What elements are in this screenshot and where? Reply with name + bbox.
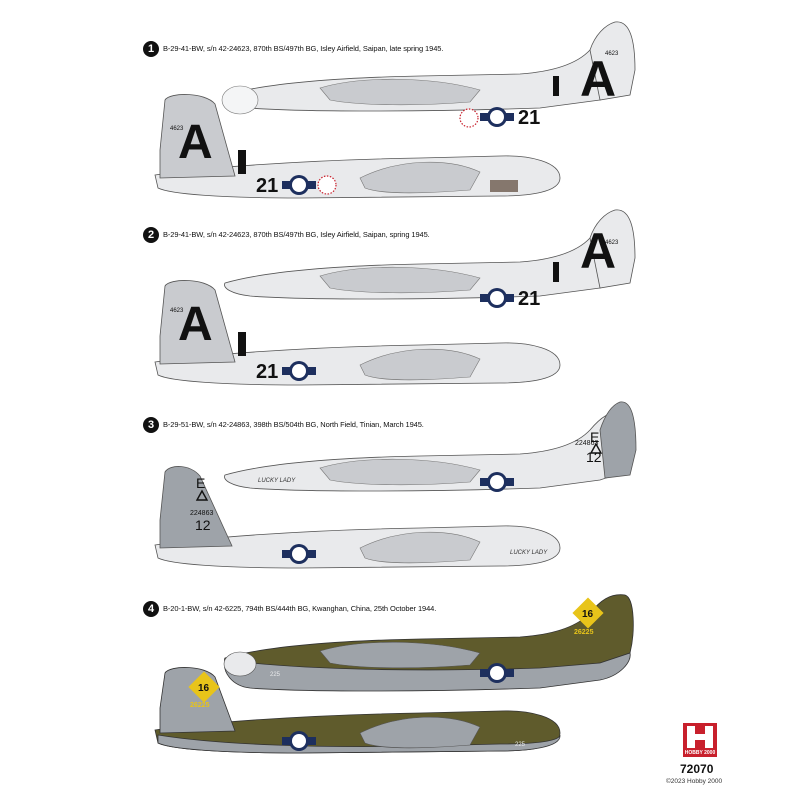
- logo-text: HOBBY 2000: [685, 750, 716, 756]
- scheme2-tail-letter-right: A: [580, 223, 616, 279]
- hobby-2000-logo: HOBBY 2000: [683, 723, 717, 757]
- scheme1-tail-serial-right: 4623: [605, 51, 619, 57]
- scheme-caption-4: B-20-1-BW, s/n 42-6225, 794th BS/444th B…: [163, 604, 437, 613]
- scheme4-profile-left: [154, 667, 561, 754]
- scheme2-tail-serial-left: 4623: [170, 308, 184, 314]
- copyright: ©2023 Hobby 2000: [666, 778, 723, 785]
- scheme-number-3: 3: [143, 417, 159, 433]
- scheme4-profile-right: [223, 594, 634, 692]
- scheme-caption-1: B-29-41-BW, s/n 42-24623, 870th BS/497th…: [163, 44, 444, 53]
- scheme4-tail-number-right: 16: [582, 609, 594, 620]
- scheme3-tail-letter-right: E: [590, 429, 599, 445]
- scheme-number-4: 4: [143, 601, 159, 617]
- scheme3-profile-right: [224, 401, 637, 492]
- scheme4-nose-code-left: 225: [515, 742, 526, 748]
- scheme1-nose-number-right: 21: [518, 107, 540, 129]
- scheme-number-1: 1: [143, 41, 159, 57]
- scheme3-tail-serial-right: 224863: [575, 440, 598, 447]
- scheme1-tail-letter-right: A: [580, 51, 616, 107]
- scheme2-tail-serial-right: 4623: [605, 240, 619, 246]
- scheme-caption-3: B-29-51-BW, s/n 42-24863, 398th BS/504th…: [163, 420, 424, 429]
- scheme2-profile-right: [224, 209, 636, 308]
- scheme3-nose-art-right: LUCKY LADY: [258, 478, 296, 484]
- scheme3-nose-art-left: LUCKY LADY: [510, 550, 548, 556]
- product-code: 72070: [680, 762, 714, 776]
- scheme2-profile-left: [154, 280, 561, 386]
- scheme4-nose-code-right: 225: [270, 672, 281, 678]
- scheme2-nose-number-left: 21: [256, 361, 278, 383]
- scheme4-tail-serial-right: 26225: [574, 629, 594, 636]
- scheme-number-2: 2: [143, 227, 159, 243]
- scheme-caption-2: B-29-41-BW, s/n 42-24623, 870th BS/497th…: [163, 230, 430, 239]
- scheme2-nose-number-right: 21: [518, 288, 540, 310]
- scheme3-tail-letter-left: E: [196, 475, 205, 491]
- scheme3-tail-number-right: 12: [586, 449, 602, 465]
- scheme1-profile-right: [221, 21, 636, 128]
- scheme3-tail-serial-left: 224863: [190, 510, 213, 517]
- scheme1-nose-number-left: 21: [256, 175, 278, 197]
- scheme3-tail-number-left: 12: [195, 517, 211, 533]
- scheme1-profile-left: [154, 94, 561, 199]
- scheme2-tail-letter-left: A: [178, 298, 213, 351]
- scheme1-tail-serial-left: 4623: [170, 126, 184, 132]
- scheme4-tail-serial-left: 26225: [190, 702, 210, 709]
- scheme4-tail-number-left: 16: [198, 683, 210, 694]
- scheme3-profile-left: [154, 466, 561, 569]
- scheme1-tail-letter-left: A: [178, 116, 213, 169]
